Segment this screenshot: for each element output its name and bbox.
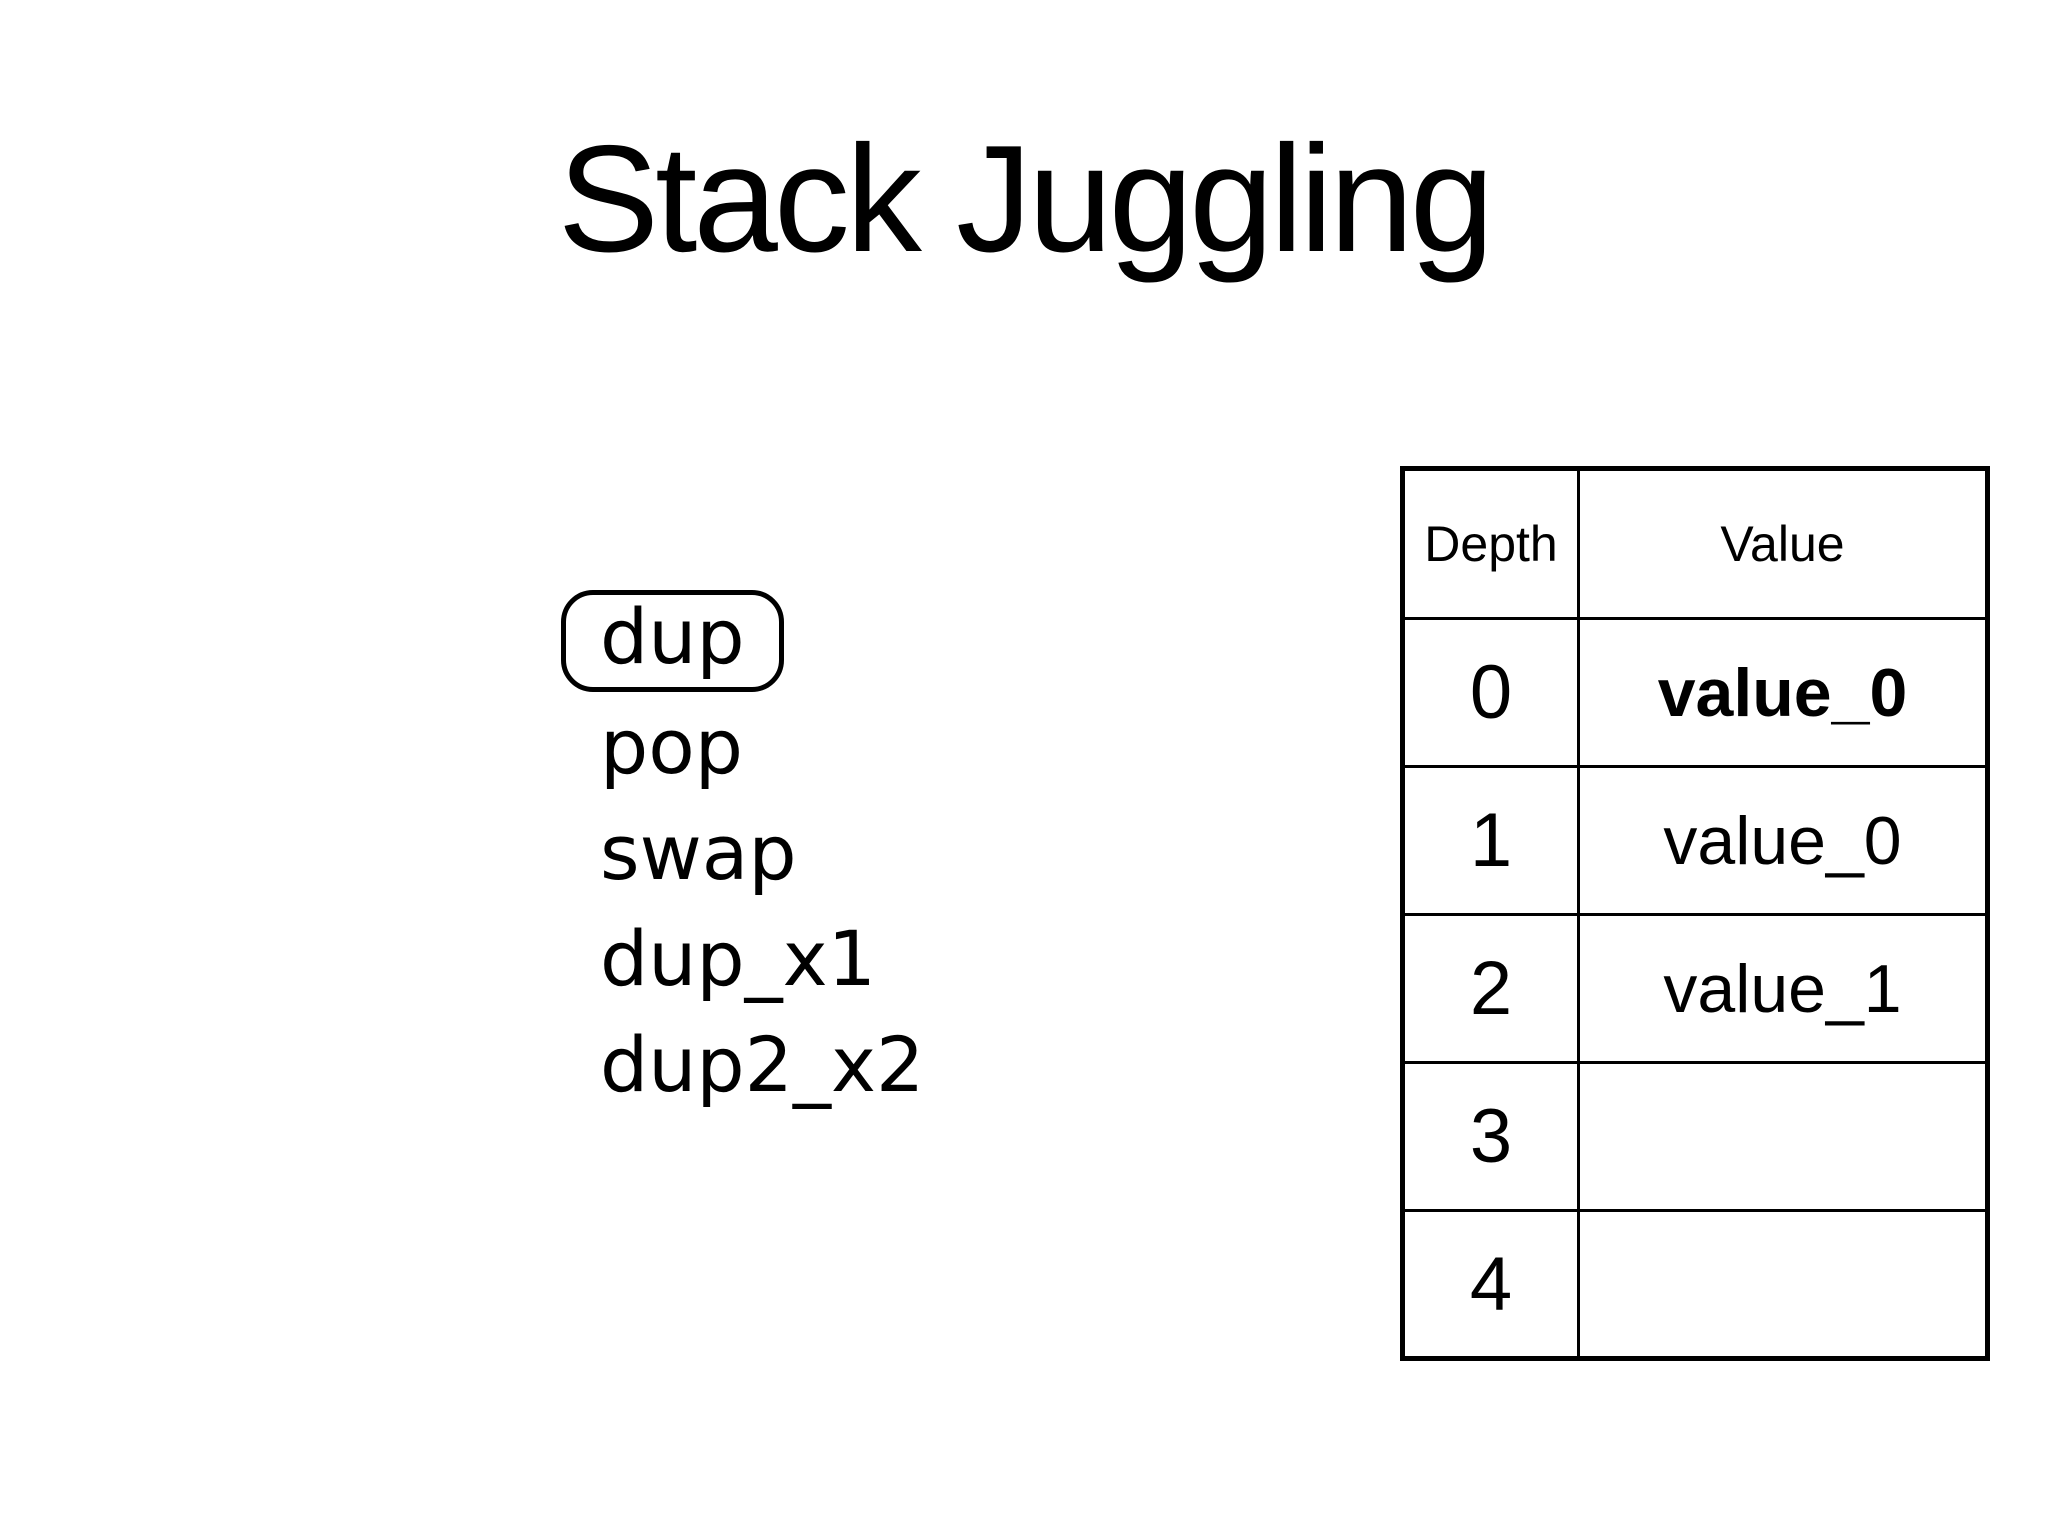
table-row: 3 [1401,1061,1989,1212]
value-cell: value_0 [1577,765,1989,916]
stack-table: Depth Value 0 value_0 1 value_0 2 value_… [1400,466,1990,1361]
table-row: 1 value_0 [1401,765,1989,916]
operation-label: pop [600,702,743,791]
table-row: 0 value_0 [1401,617,1989,768]
table-row: 2 value_1 [1401,913,1989,1064]
operation-item-dup2_x2: dup2_x2 [600,1012,924,1118]
operation-label: dup [600,592,745,682]
value-cell: value_0 [1577,617,1989,768]
operation-label: dup2_x2 [600,1020,925,1109]
table-header-row: Depth Value [1401,467,1989,620]
current-operation-highlight: dup [561,590,784,692]
value-cell [1577,1209,1989,1360]
operation-label: swap [600,808,797,897]
depth-cell: 0 [1401,617,1580,768]
depth-cell: 1 [1401,765,1580,916]
depth-column-header: Depth [1401,467,1580,620]
table-row: 4 [1401,1209,1989,1360]
operation-item-swap: swap [600,800,924,906]
slide-title: Stack Juggling [557,114,1495,284]
value-cell: value_1 [1577,913,1989,1064]
operation-label: dup_x1 [600,914,876,1003]
operation-item-dup: dup [561,588,924,694]
value-cell [1577,1061,1989,1212]
depth-cell: 4 [1401,1209,1580,1360]
operation-item-dup_x1: dup_x1 [600,906,924,1012]
operation-item-pop: pop [600,694,924,800]
operations-list: dup pop swap dup_x1 dup2_x2 [561,588,924,1118]
depth-cell: 2 [1401,913,1580,1064]
value-column-header: Value [1577,467,1989,620]
depth-cell: 3 [1401,1061,1580,1212]
